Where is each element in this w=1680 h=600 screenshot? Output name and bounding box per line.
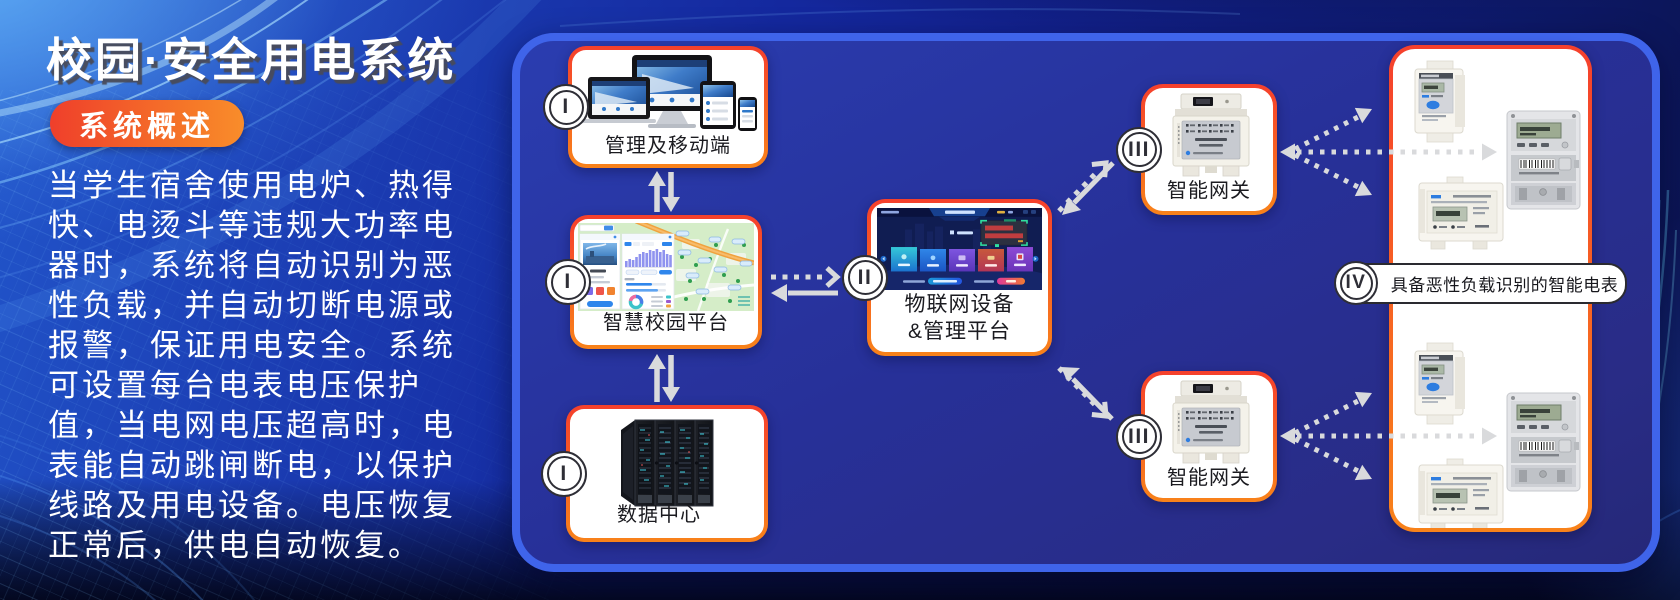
devices-illustration <box>582 55 757 131</box>
node-management-mobile: 管理及移动端 I <box>543 46 768 168</box>
step-badge-2: II <box>842 254 888 301</box>
description-line: 报警，保证用电安全。系统 <box>48 328 456 363</box>
node-datacenter: 数据中心 I <box>541 405 768 542</box>
three-phase-meter-icon <box>1506 110 1581 210</box>
gateway-device-illustration <box>1172 93 1250 177</box>
node-gateway-top-label: 智能网关 <box>1167 180 1251 202</box>
tablet-icon <box>700 81 736 129</box>
smart-meters-caption-label: 具备恶性负载识别的智能电表 <box>1390 276 1619 295</box>
overview-badge: 系统概述 <box>50 100 244 147</box>
description-line: 可设置每台电表电压保护 <box>48 368 422 403</box>
node-datacenter-card: 数据中心 <box>570 409 764 538</box>
server-racks-illustration <box>621 419 714 507</box>
node-iot-platform-label-line2: &管理平台 <box>907 320 1011 343</box>
panel-charts <box>621 233 675 310</box>
description-line: 值，当电网电压超高时，电 <box>48 408 456 443</box>
node-management-mobile-card: 管理及移动端 <box>572 50 764 164</box>
bottom-stats <box>903 277 1025 285</box>
single-phase-meter-icon <box>1414 342 1465 425</box>
description-line: 器时，系统将自动识别为恶 <box>48 248 456 283</box>
node-campus-platform: 智慧校园平台 I <box>545 215 762 349</box>
node-iot-platform: 物联网设备 &管理平台 II <box>842 199 1052 356</box>
node-campus-platform-label: 智慧校园平台 <box>603 312 729 334</box>
description-line: 快、电烫斗等违规大功率电 <box>48 208 456 243</box>
overview-badge-label: 系统概述 <box>78 110 215 143</box>
smart-meters-caption: 具备恶性负载识别的智能电表 <box>1340 263 1627 304</box>
single-phase-meter-icon <box>1414 60 1465 143</box>
step-badge-3: III <box>1116 126 1162 173</box>
gateway-device-illustration <box>1172 380 1250 464</box>
description-line: 表能自动跳闸断电，以保护 <box>48 448 456 483</box>
page-title: 校园·安全用电系统 <box>46 34 457 86</box>
description-line: 性负载，并自动切断电源或 <box>48 288 456 323</box>
description-line: 正常后，供电自动恢复。 <box>48 528 422 563</box>
alert-panel <box>980 219 1028 248</box>
node-gateway-top: 智能网关 III <box>1116 84 1277 215</box>
node-campus-platform-card: 智慧校园平台 <box>574 219 758 345</box>
din-meter-wide-icon <box>1418 458 1504 528</box>
step-badge-4: IV <box>1334 261 1378 305</box>
feature-tiles <box>891 247 1033 272</box>
server-cabinets <box>634 419 714 507</box>
wave-lines-top-mid <box>559 8 1241 27</box>
description-line: 线路及用电设备。电压恢复 <box>48 488 456 523</box>
step-badge-3b: III <box>1116 413 1162 460</box>
system-description: 当学生宿舍使用电炉、热得 快、电烫斗等违规大功率电 器时，系统将自动识别为恶 性… <box>48 166 488 566</box>
campus-dashboard-screenshot <box>578 223 754 311</box>
panel-info <box>579 233 621 310</box>
meter-group-bottom <box>1414 342 1581 528</box>
node-iot-platform-card: 物联网设备 &管理平台 <box>871 203 1048 352</box>
step-badge-1: I <box>543 84 589 130</box>
node-gateway-bottom: 智能网关 III <box>1116 371 1277 502</box>
iot-dashboard-screenshot <box>877 208 1042 290</box>
donut-chart <box>628 294 644 310</box>
phone-icon <box>738 97 757 131</box>
three-phase-meter-icon <box>1506 392 1581 492</box>
map-area <box>635 223 754 311</box>
din-gateway-device <box>1172 380 1250 464</box>
laptop-icon <box>582 77 656 123</box>
din-gateway-device <box>1172 93 1250 177</box>
description-line: 当学生宿舍使用电炉、热得 <box>48 168 456 203</box>
node-management-mobile-label: 管理及移动端 <box>605 135 731 157</box>
step-badge-1b: I <box>545 259 591 305</box>
step-badge-1c: I <box>541 450 587 497</box>
node-datacenter-label: 数据中心 <box>617 504 701 526</box>
node-gateway-bottom-label: 智能网关 <box>1167 467 1251 489</box>
node-iot-platform-label-line1: 物联网设备 <box>904 293 1015 316</box>
node-gateway-bottom-card: 智能网关 <box>1145 375 1273 498</box>
meter-group-top <box>1414 60 1581 250</box>
node-gateway-top-card: 智能网关 <box>1145 88 1273 211</box>
din-meter-wide-icon <box>1418 176 1504 250</box>
